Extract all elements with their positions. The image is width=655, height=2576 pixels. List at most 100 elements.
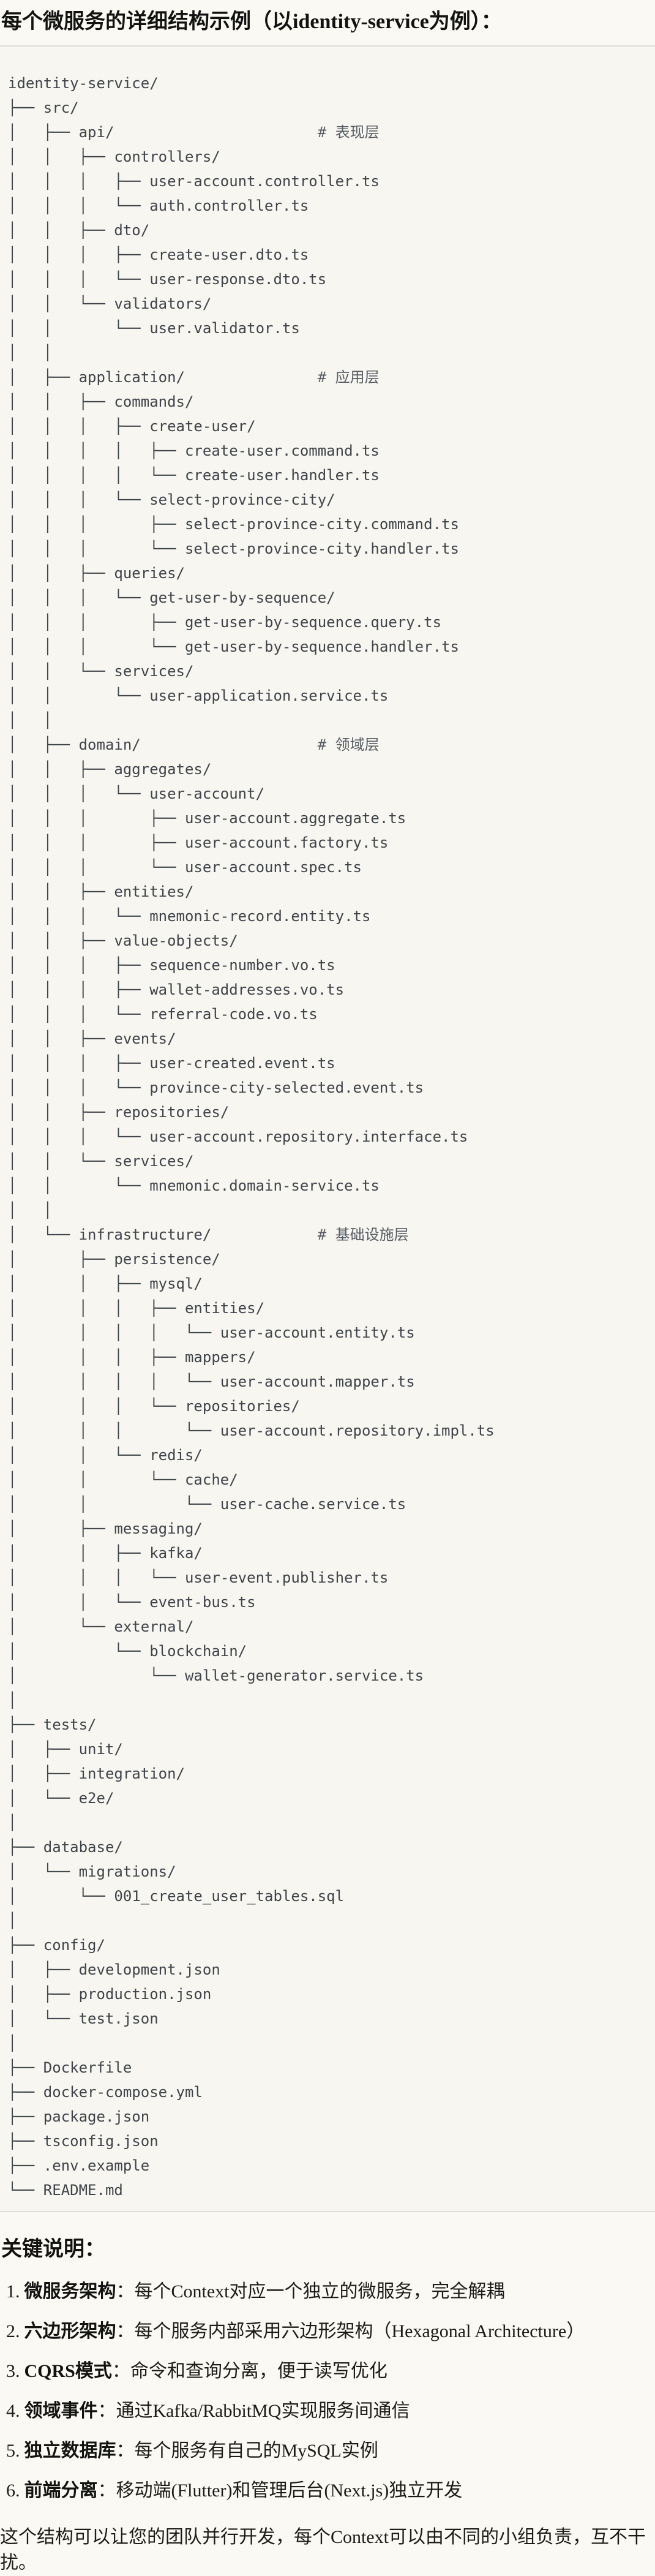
tree-entry-text: │ │ │ └── select-province-city/ bbox=[8, 491, 335, 508]
tree-line: │ │ │ ├── user-account.controller.ts bbox=[8, 169, 649, 194]
tree-line: │ │ ├── entities/ bbox=[8, 879, 649, 904]
tree-entry-text: │ ├── unit/ bbox=[8, 1740, 123, 1758]
tree-entry-text: │ ├── messaging/ bbox=[8, 1520, 203, 1537]
tree-line: │ │ │ └── get-user-by-sequence/ bbox=[8, 586, 649, 610]
tree-line: │ │ │ ├── sequence-number.vo.ts bbox=[8, 953, 649, 977]
tree-entry-text: │ │ │ └── select-province-city.handler.t… bbox=[8, 540, 459, 557]
tree-line: │ │ └── user-application.service.ts bbox=[8, 684, 649, 708]
tree-line: │ │ │ └── user-response.dto.ts bbox=[8, 267, 649, 292]
tree-entry-text: │ │ │ │ ├── create-user.command.ts bbox=[8, 442, 380, 459]
tree-entry-text: identity-service/ bbox=[8, 74, 159, 92]
tree-line: ├── .env.example bbox=[8, 2153, 649, 2178]
tree-line: │ │ │ └── referral-code.vo.ts bbox=[8, 1002, 649, 1026]
tree-line: │ │ │ └── user-account/ bbox=[8, 781, 649, 806]
note-item-text: ：移动端(Flutter)和管理后台(Next.js)独立开发 bbox=[97, 2480, 463, 2501]
tree-line: ├── database/ bbox=[8, 1835, 649, 1859]
tree-entry-text: │ │ │ ├── select-province-city.command.t… bbox=[8, 515, 459, 533]
note-item: 3.CQRS模式：命令和查询分离，便于读写优化 bbox=[6, 2359, 655, 2384]
note-item: 5.独立数据库：每个服务有自己的MySQL实例 bbox=[6, 2438, 655, 2464]
tree-line: │ ├── messaging/ bbox=[8, 1516, 649, 1541]
tree-line: │ │ │ │ └── create-user.handler.ts bbox=[8, 463, 649, 488]
tree-entry-text: │ bbox=[8, 1813, 17, 1831]
tree-entry-text: │ │ ├── aggregates/ bbox=[8, 760, 212, 778]
tree-entry-text: │ │ ├── controllers/ bbox=[8, 148, 220, 165]
page-title: 每个微服务的详细结构示例（以identity-service为例）： bbox=[1, 10, 502, 33]
tree-entry-text: │ │ │ └── mnemonic-record.entity.ts bbox=[8, 907, 371, 925]
tree-entry-text: │ │ │ ├── get-user-by-sequence.query.ts bbox=[8, 613, 442, 631]
tree-entry-text: │ └── blockchain/ bbox=[8, 1642, 247, 1660]
note-item: 2.六边形架构：每个服务内部采用六边形架构（Hexagonal Architec… bbox=[6, 2319, 655, 2344]
tree-entry-text: │ bbox=[8, 1911, 17, 1929]
tree-entry-text: │ │ │ ├── create-user/ bbox=[8, 417, 256, 435]
tree-line: │ ├── production.json bbox=[8, 1982, 649, 2006]
note-item: 1.微服务架构：每个Context对应一个独立的微服务，完全解耦 bbox=[6, 2279, 655, 2305]
tree-entry-text: │ │ bbox=[8, 1201, 53, 1219]
tree-entry-text: │ │ │ ├── mappers/ bbox=[8, 1348, 256, 1366]
tree-entry-text: │ │ └── event-bus.ts bbox=[8, 1593, 256, 1611]
tree-line: │ └── 001_create_user_tables.sql bbox=[8, 1884, 649, 1908]
tree-line: │ bbox=[8, 1908, 649, 1933]
tree-entry-text: │ │ │ │ └── create-user.handler.ts bbox=[8, 466, 380, 484]
tree-entry-text: │ bbox=[8, 1691, 17, 1709]
tree-line: │ │ │ └── mnemonic-record.entity.ts bbox=[8, 904, 649, 928]
tree-line: │ │ │ └── user-account.repository.impl.t… bbox=[8, 1418, 649, 1443]
tree-entry-text: ├── docker-compose.yml bbox=[8, 2083, 203, 2101]
tree-line: │ │ │ ├── wallet-addresses.vo.ts bbox=[8, 977, 649, 1002]
tree-entry-text: │ │ └── user.validator.ts bbox=[8, 319, 300, 337]
tree-line: │ │ ├── repositories/ bbox=[8, 1100, 649, 1124]
tree-line: │ │ │ └── province-city-selected.event.t… bbox=[8, 1075, 649, 1100]
tree-entry-text: │ │ └── mnemonic.domain-service.ts bbox=[8, 1177, 380, 1194]
tree-line: │ │ └── services/ bbox=[8, 1149, 649, 1173]
tree-entry-text: │ └── migrations/ bbox=[8, 1862, 176, 1880]
tree-line: │ │ │ └── auth.controller.ts bbox=[8, 194, 649, 218]
tree-entry-text: │ └── test.json bbox=[8, 2009, 159, 2027]
tree-entry-text: │ │ └── cache/ bbox=[8, 1471, 238, 1488]
tree-entry-text: │ └── e2e/ bbox=[8, 1789, 114, 1807]
tree-entry-text: ├── package.json bbox=[8, 2107, 150, 2125]
note-item-number: 5. bbox=[6, 2440, 20, 2461]
tree-line: │ │ │ ├── user-account.factory.ts bbox=[8, 830, 649, 855]
tree-line: │ │ ├── commands/ bbox=[8, 390, 649, 414]
tree-entry-text: │ │ │ ├── sequence-number.vo.ts bbox=[8, 956, 335, 974]
tree-line: │ │ └── redis/ bbox=[8, 1443, 649, 1467]
tree-entry-text: │ │ │ └── get-user-by-sequence/ bbox=[8, 589, 335, 606]
tree-line: │ │ │ └── select-province-city/ bbox=[8, 488, 649, 512]
note-item-text: ：每个服务内部采用六边形架构（Hexagonal Architecture） bbox=[116, 2321, 585, 2341]
tree-entry-text: │ │ │ └── user-account/ bbox=[8, 785, 265, 802]
tree-line: │ │ │ └── get-user-by-sequence.handler.t… bbox=[8, 635, 649, 659]
tree-line: │ │ │ └── user-event.publisher.ts bbox=[8, 1565, 649, 1590]
tree-entry-text: │ │ ├── value-objects/ bbox=[8, 932, 238, 949]
tree-entry-text: │ │ bbox=[8, 711, 53, 729]
tree-line: │ │ │ └── user-account.spec.ts bbox=[8, 855, 649, 879]
tree-layer-comment: # 应用层 bbox=[317, 368, 380, 386]
tree-line: │ └── migrations/ bbox=[8, 1859, 649, 1884]
tree-entry-text: │ │ │ └── user-account.repository.interf… bbox=[8, 1128, 468, 1145]
tree-entry-text: │ └── wallet-generator.service.ts bbox=[8, 1666, 424, 1684]
tree-line: │ │ └── services/ bbox=[8, 659, 649, 684]
tree-line: │ └── test.json bbox=[8, 2006, 649, 2031]
note-item-text: ：每个Context对应一个独立的微服务，完全解耦 bbox=[116, 2281, 505, 2302]
note-item-text: ：通过Kafka/RabbitMQ实现服务间通信 bbox=[97, 2400, 410, 2421]
document-page: 每个微服务的详细结构示例（以identity-service为例）： ident… bbox=[0, 7, 655, 2576]
tree-entry-text: │ │ │ ├── create-user.dto.ts bbox=[8, 246, 309, 263]
tree-entry-text: │ ├── api/ bbox=[8, 123, 318, 141]
tree-entry-text: │ │ │ └── user-event.publisher.ts bbox=[8, 1569, 389, 1586]
tree-line: │ │ │ │ └── user-account.mapper.ts bbox=[8, 1369, 649, 1394]
tree-entry-text: │ │ │ ├── entities/ bbox=[8, 1299, 265, 1317]
tree-entry-text: ├── tsconfig.json bbox=[8, 2132, 159, 2150]
tree-line: │ │ └── event-bus.ts bbox=[8, 1590, 649, 1614]
tree-line: │ ├── domain/ # 领域层 bbox=[8, 733, 649, 757]
tree-line: │ │ │ ├── entities/ bbox=[8, 1296, 649, 1320]
tree-entry-text: │ │ │ └── repositories/ bbox=[8, 1397, 300, 1415]
tree-line: │ └── external/ bbox=[8, 1614, 649, 1639]
tree-line: │ ├── integration/ bbox=[8, 1761, 649, 1786]
tree-line: │ │ └── user-cache.service.ts bbox=[8, 1492, 649, 1516]
tree-line: │ │ │ ├── get-user-by-sequence.query.ts bbox=[8, 610, 649, 635]
tree-line: │ │ │ │ ├── create-user.command.ts bbox=[8, 439, 649, 463]
tree-entry-text: │ │ │ └── auth.controller.ts bbox=[8, 197, 309, 214]
tree-entry-text: │ │ │ ├── user-created.event.ts bbox=[8, 1054, 335, 1072]
tree-line: │ └── e2e/ bbox=[8, 1786, 649, 1810]
tree-line: │ bbox=[8, 1688, 649, 1712]
directory-tree-code-block: identity-service/├── src/│ ├── api/ # 表现… bbox=[0, 45, 655, 2212]
note-item-number: 6. bbox=[6, 2480, 20, 2501]
